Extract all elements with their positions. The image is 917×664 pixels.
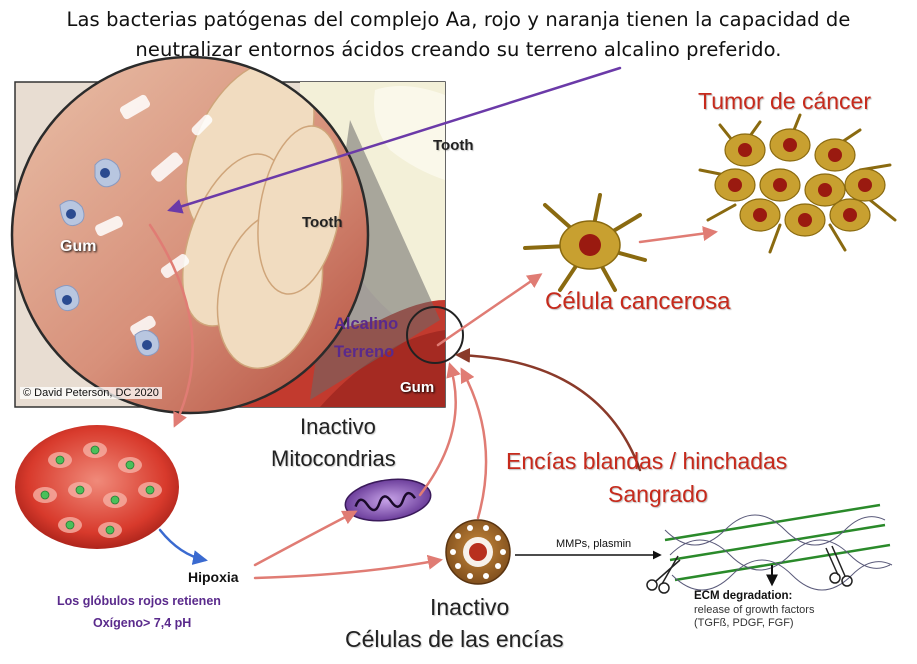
tooth-label-circle: Tooth [302,214,343,231]
alkaline-label-line2: Terreno [334,343,395,361]
gum-label-circle: Gum [60,238,97,255]
alkaline-label-line1: Alcalino [334,315,399,333]
tumor-cluster-image [698,113,897,254]
tooth-label-right: Tooth [433,137,474,154]
copyright-text: © David Peterson, DC 2020 [20,387,162,399]
header-line-1: Las bacterias patógenas del complejo Aa,… [66,8,851,31]
header-line-2: neutralizar entornos ácidos creando su t… [135,38,782,61]
inactive-mito-label-1: Inactivo [300,414,376,439]
rbc-label-1: Los glóbulos rojos retienen [57,594,221,608]
cancer-cell-label: Célula cancerosa [545,288,731,315]
red-blood-cells-image [15,425,179,549]
ecm-diagram [515,503,893,594]
gum-cell-image [445,519,511,585]
gum-label-panel: Gum [400,379,435,396]
gums-label-1: Encías blandas / hinchadas [506,448,788,474]
cancer-cell-image [523,193,647,292]
inactive-gum-label-2: Células de las encías [345,626,564,652]
ecm-mmps-label: MMPs, plasmin [556,538,632,550]
ecm-line-2: (TGFß, PDGF, FGF) [694,617,794,629]
hypoxia-label: Hipoxia [188,569,239,585]
mitochondria-image [344,478,432,522]
inactive-gum-label-1: Inactivo [430,594,510,620]
ecm-title: ECM degradation: [694,590,793,602]
gum-illustration-panel [10,55,464,415]
inactive-mito-label-2: Mitocondrias [271,446,396,471]
tumor-label: Tumor de cáncer [698,88,871,114]
rbc-label-2: Oxígeno> 7,4 pH [93,616,192,630]
arrows [148,66,718,580]
gums-label-2: Sangrado [608,481,708,507]
ecm-line-1: release of growth factors [694,604,815,616]
